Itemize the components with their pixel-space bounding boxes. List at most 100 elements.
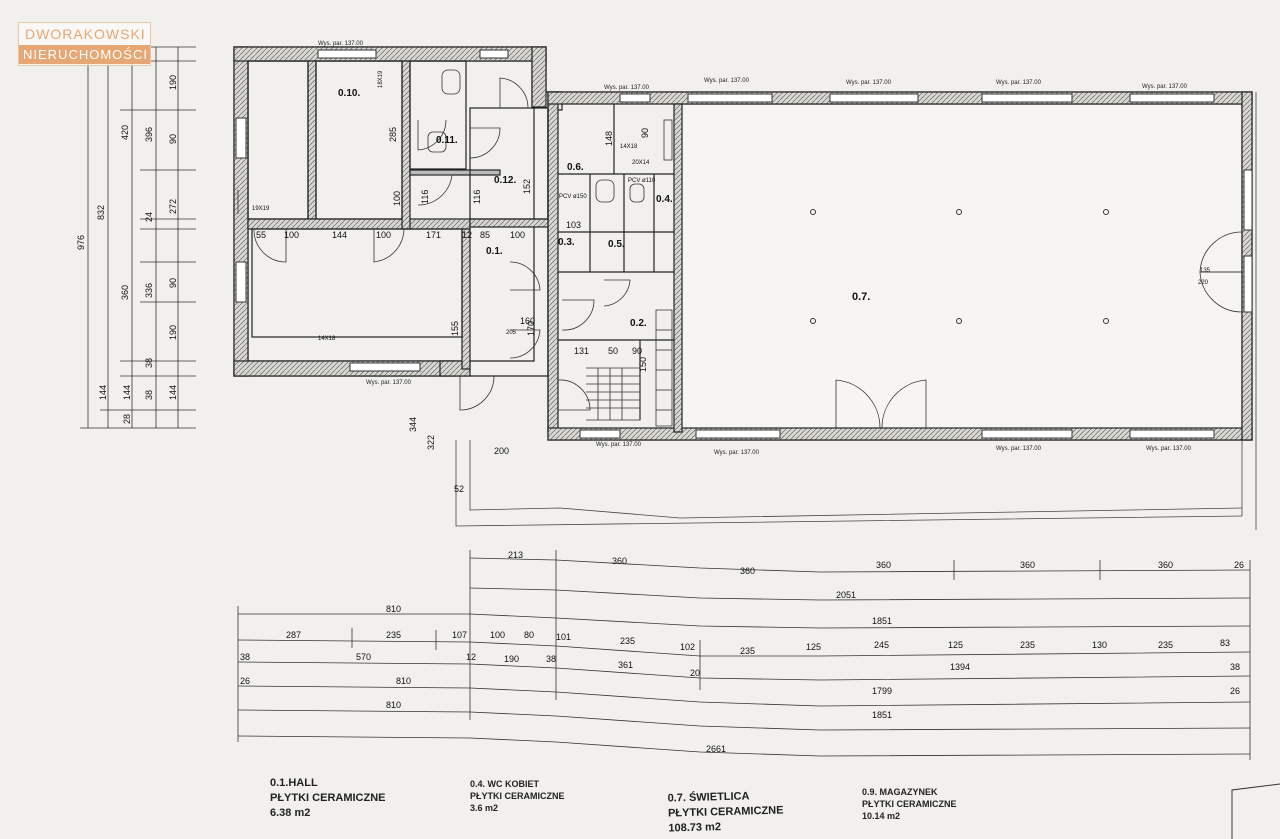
room-label-0-10: 0.10. [338,88,360,99]
dim-b: 144 [122,385,132,400]
dim-label: 361 [618,660,633,670]
legend-room-area: 108.73 m2 [668,821,722,835]
dim-label: 85 [480,230,490,240]
dim-label: 152 [522,179,532,194]
window-height-labels: Wys. par. 137.00 Wys. par. 137.00 Wys. p… [318,41,1192,456]
window-label: Wys. par. 137.00 [714,450,760,456]
room-label-0-11: 0.11. [436,135,458,146]
window-label: Wys. par. 137.00 [1146,446,1192,452]
windows [235,49,1253,439]
dim-label: 344 [408,417,418,432]
dim-label: 170 [526,321,536,336]
dim-label: 100 [490,630,505,640]
marker: 20X14 [632,160,650,166]
dim-label: 100 [376,230,391,240]
dim-b: 144 [98,385,108,400]
room-label-0-4: 0.4. [656,194,673,205]
marker: PCV ø150 [559,194,587,200]
dim-label: 155 [450,321,460,336]
dim-label: 235 [386,630,401,640]
dim-label: 26 [240,676,250,686]
dim-b: 28 [122,414,132,424]
dim-label: 103 [566,220,581,230]
dim-420: 420 [120,125,130,140]
window-label: Wys. par. 137.00 [996,446,1042,452]
dim-label: 360 [1020,560,1035,570]
dim-360: 360 [120,285,130,300]
legend-hall: 0.1.HALL PŁYTKI CERAMICZNE 6.38 m2 [270,776,386,821]
dim-label: 285 [388,127,398,142]
dim-label: 116 [420,190,430,204]
dim-b: 90 [168,134,178,144]
window-label: Wys. par. 137.00 [1142,84,1188,90]
legend-room-finish: PŁYTKI CERAMICZNE [667,804,784,820]
dim-label: 1851 [872,616,892,626]
dim-label: 83 [1220,638,1230,648]
legend-room-finish: PŁYTKI CERAMICZNE [470,791,565,801]
room-label-0-6: 0.6. [567,162,584,173]
dim-b: 38 [144,358,154,368]
dim-label: 360 [612,556,627,566]
dim-label: 130 [1092,640,1107,650]
dim-label: 570 [356,652,371,662]
dim-label: 322 [426,435,436,450]
logo-line-1: DWORAKOWSKI [25,26,146,42]
dim-label: 213 [508,550,523,560]
window-label: Wys. par. 137.00 [996,80,1042,86]
dim-label: 26 [1234,560,1244,570]
dim-label: 80 [524,630,534,640]
window-label: Wys. par. 137.00 [318,41,364,47]
terrace-outline [455,92,1257,530]
marker: 220 [1198,280,1209,286]
dim-label: 131 [574,346,589,356]
marker: 135 [1200,268,1211,274]
dim-label: 116 [472,190,482,204]
dim-label: 235 [740,646,755,656]
dim-b: 24 [144,212,154,222]
room-label-0-7: 0.7. [852,291,870,303]
dim-b: 90 [168,278,178,288]
dim-label: 1394 [950,662,970,672]
dim-label: 102 [680,642,695,652]
marker: 14X18 [318,336,336,342]
dim-b: 144 [168,385,178,400]
dim-label: 235 [1158,640,1173,650]
dim-b: 38 [144,390,154,400]
dim-label: 90 [632,346,642,356]
dim-label: 38 [240,652,250,662]
dim-label: 12 [462,230,472,240]
title-block-corner [1231,783,1280,839]
left-dimension-lines [80,46,196,429]
room-label-0-5: 0.5. [608,239,625,250]
dim-label: 100 [392,191,402,206]
legend-wc: 0.4. WC KOBIET PŁYTKI CERAMICZNE 3.6 m2 [470,778,565,814]
dim-label: 200 [494,446,509,456]
dim-label: 235 [1020,640,1035,650]
inner-dimension-labels: 55 100 144 100 171 12 85 100 285 100 116… [256,127,650,494]
room-label-0-2: 0.2. [630,318,647,329]
door-swings [237,77,1243,429]
room-labels: 0.10. 0.11. 0.12. 0.1. 0.6. 0.4. 0.3. 0.… [338,88,870,329]
dim-label: 360 [876,560,891,570]
dim-b: 336 [144,283,154,298]
dim-label: 52 [454,484,464,494]
dim-label: 171 [426,230,441,240]
dim-label: 90 [640,128,650,138]
dim-label: 100 [510,230,525,240]
dim-label: 245 [874,640,889,650]
legend-storage: 0.9. MAGAZYNEK PŁYTKI CERAMICZNE 10.14 m… [862,786,957,822]
dim-label: 190 [504,654,519,664]
window-label: Wys. par. 137.00 [846,80,892,86]
dim-label: 26 [1230,686,1240,696]
dim-b: 272 [168,199,178,214]
marker: 14X18 [620,144,638,150]
markers: 19X19 14X18 20X14 PCV ø150 PCV ø110 18X1… [252,70,1211,342]
dim-label: 1851 [872,710,892,720]
dim-b: 190 [168,75,178,90]
sanitary-fixtures [427,69,673,203]
dim-label: 38 [1230,662,1240,672]
dim-label: 810 [386,700,401,710]
dim-label: 810 [396,676,411,686]
